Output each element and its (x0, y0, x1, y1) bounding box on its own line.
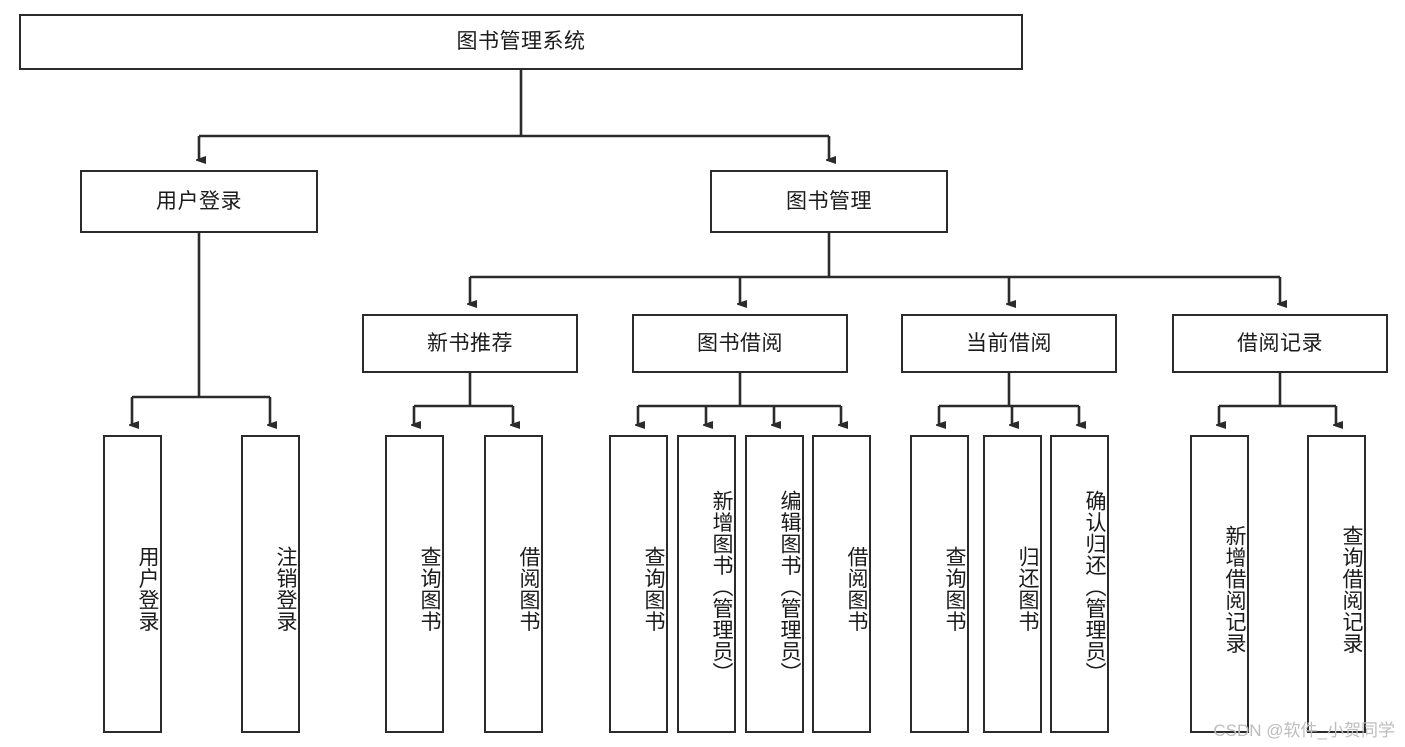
node-book-borrow[interactable]: 图书借阅 (632, 314, 848, 373)
leaf-logout-label: 注销登录 (274, 546, 297, 632)
leaf-confirm-return-admin-label: 确认归还（管理员） (1083, 490, 1106, 684)
leaf-borrow-book[interactable]: 借阅图书 (812, 435, 871, 733)
leaf-query-borrow-record[interactable]: 查询借阅记录 (1307, 435, 1366, 733)
csdn-watermark: CSDN @软件_小贺同学 (1213, 721, 1395, 740)
node-borrow-record[interactable]: 借阅记录 (1172, 314, 1388, 373)
node-root[interactable]: 图书管理系统 (19, 14, 1023, 70)
node-book-borrow-label: 图书借阅 (697, 331, 783, 355)
node-new-book-recommend[interactable]: 新书推荐 (362, 314, 578, 373)
leaf-user-login[interactable]: 用户登录 (103, 435, 162, 733)
leaf-return-book-label: 归还图书 (1016, 546, 1039, 632)
node-user-login[interactable]: 用户登录 (80, 170, 318, 233)
node-current-borrow-label: 当前借阅 (966, 331, 1052, 355)
leaf-query-book-borrow[interactable]: 查询图书 (609, 435, 668, 733)
leaf-logout[interactable]: 注销登录 (241, 435, 300, 733)
leaf-return-book[interactable]: 归还图书 (983, 435, 1042, 733)
leaf-query-book-recommend[interactable]: 查询图书 (385, 435, 444, 733)
leaf-add-book-admin[interactable]: 新增图书（管理员） (677, 435, 736, 733)
node-current-borrow[interactable]: 当前借阅 (901, 314, 1117, 373)
node-new-book-recommend-label: 新书推荐 (427, 331, 513, 355)
leaf-borrow-book-recommend-label: 借阅图书 (517, 546, 540, 632)
leaf-borrow-book-recommend[interactable]: 借阅图书 (484, 435, 543, 733)
leaf-query-book-current[interactable]: 查询图书 (910, 435, 969, 733)
leaf-confirm-return-admin[interactable]: 确认归还（管理员） (1050, 435, 1109, 733)
leaf-query-borrow-record-label: 查询借阅记录 (1340, 524, 1363, 654)
node-user-login-label: 用户登录 (156, 189, 242, 213)
node-root-label: 图书管理系统 (456, 30, 586, 54)
leaf-user-login-label: 用户登录 (136, 546, 159, 632)
leaf-edit-book-admin[interactable]: 编辑图书（管理员） (745, 435, 804, 733)
leaf-add-borrow-record[interactable]: 新增借阅记录 (1190, 435, 1249, 733)
leaf-query-book-borrow-label: 查询图书 (642, 546, 665, 632)
node-book-management[interactable]: 图书管理 (710, 170, 948, 233)
node-borrow-record-label: 借阅记录 (1237, 331, 1323, 355)
leaf-add-borrow-record-label: 新增借阅记录 (1223, 524, 1246, 654)
node-book-management-label: 图书管理 (786, 189, 872, 213)
leaf-edit-book-admin-label: 编辑图书（管理员） (778, 490, 801, 684)
leaf-query-book-recommend-label: 查询图书 (418, 546, 441, 632)
leaf-add-book-admin-label: 新增图书（管理员） (710, 490, 733, 684)
leaf-borrow-book-label: 借阅图书 (845, 546, 868, 632)
leaf-query-book-current-label: 查询图书 (943, 546, 966, 632)
